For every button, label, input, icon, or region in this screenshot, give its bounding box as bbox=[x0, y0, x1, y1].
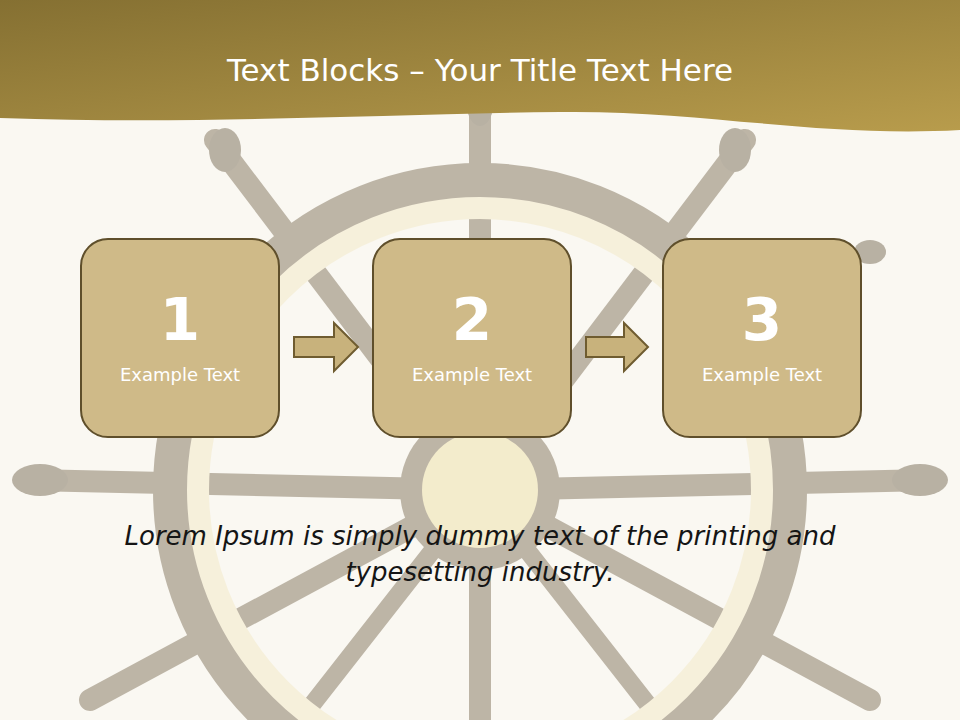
block-arrow bbox=[294, 323, 358, 371]
caption-text: Lorem Ipsum is simply dummy text of the … bbox=[100, 518, 860, 591]
slide-title: Text Blocks – Your Title Text Here bbox=[20, 52, 940, 88]
step-text: Example Text bbox=[120, 363, 240, 386]
ship-wheel bbox=[12, 74, 948, 720]
step-box: 2Example Text bbox=[372, 238, 572, 438]
step-box: 1Example Text bbox=[80, 238, 280, 438]
step-number: 3 bbox=[742, 289, 782, 353]
step-number: 2 bbox=[452, 289, 492, 353]
title-bar bbox=[0, 0, 960, 131]
step-number: 1 bbox=[160, 289, 200, 353]
step-box: 3Example Text bbox=[662, 238, 862, 438]
block-arrow bbox=[586, 323, 648, 371]
step-text: Example Text bbox=[412, 363, 532, 386]
step-text: Example Text bbox=[702, 363, 822, 386]
